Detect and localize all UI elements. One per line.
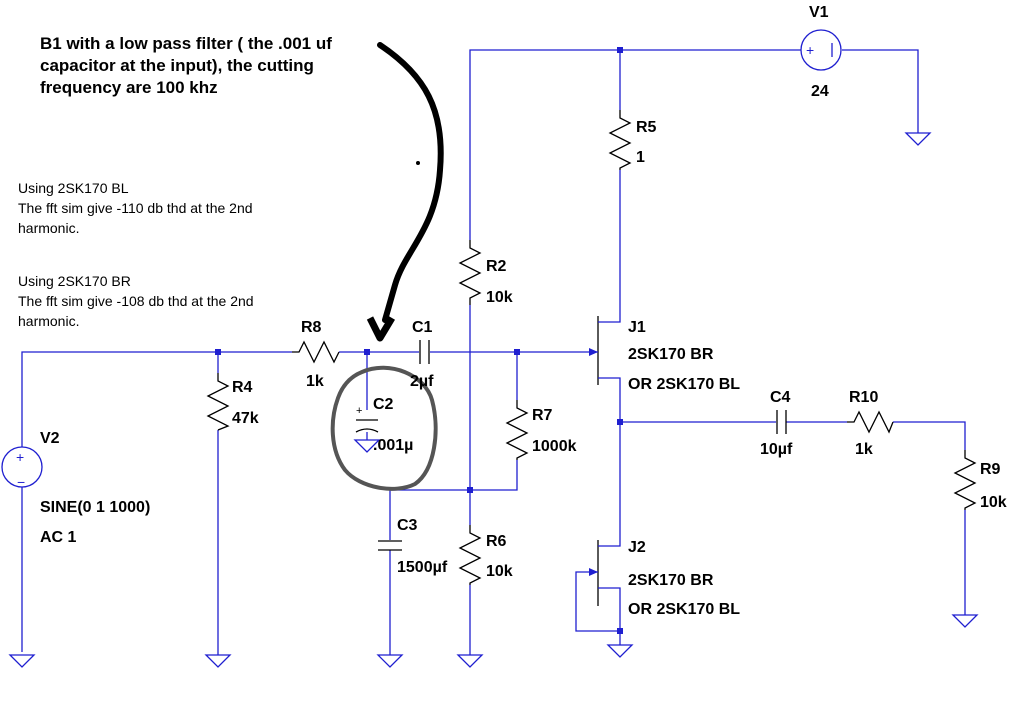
note-bl-line-1: Using 2SK170 BL: [18, 180, 129, 196]
v1-source: +: [800, 29, 842, 71]
v2-ac: AC 1: [40, 529, 77, 546]
r2-value: 10k: [486, 289, 513, 306]
j1-alt: OR 2SK170 BL: [628, 376, 740, 393]
r5-value: 1: [636, 149, 645, 166]
svg-text:+: +: [16, 449, 24, 465]
note-br-line-3: harmonic.: [18, 313, 80, 329]
c3-name: C3: [397, 517, 418, 534]
r7-name: R7: [532, 407, 553, 424]
ground-symbols: [8, 132, 979, 668]
c1-value: 2µf: [410, 373, 434, 390]
note-b1-filter: B1 with a low pass filter ( the .001 uf …: [40, 33, 332, 99]
j1-jfet: [589, 310, 621, 390]
r4-name: R4: [232, 379, 253, 396]
note-br-result: Using 2SK170 BR The fft sim give -108 db…: [18, 271, 254, 331]
v1-name: V1: [809, 4, 829, 21]
annotation-circle: [330, 365, 438, 491]
r2-name: R2: [486, 258, 507, 275]
j2-value: 2SK170 BR: [628, 572, 714, 589]
note-bl-result: Using 2SK170 BL The fft sim give -110 db…: [18, 178, 253, 238]
note-bl-line-2: The fft sim give -110 db thd at the 2nd: [18, 200, 253, 216]
r10-value: 1k: [855, 441, 873, 458]
note-b1-line-1: B1 with a low pass filter ( the .001 uf: [40, 34, 332, 53]
r9-value: 10k: [980, 494, 1007, 511]
note-bl-line-3: harmonic.: [18, 220, 80, 236]
c1-name: C1: [412, 319, 433, 336]
annotation-arrow: [366, 42, 444, 342]
c2-value: .001µ: [373, 437, 413, 454]
v1-value: 24: [811, 83, 829, 100]
r7-value: 1000k: [532, 438, 577, 455]
r8-value: 1k: [306, 373, 324, 390]
junctions: [215, 47, 623, 634]
c2-plus-sign: +: [356, 405, 362, 417]
c3-value: 1500µf: [397, 559, 448, 576]
r4-value: 47k: [232, 410, 259, 427]
j1-name: J1: [628, 319, 646, 336]
v2-source: + −: [1, 434, 43, 500]
v2-name: V2: [40, 430, 60, 447]
j2-name: J2: [628, 539, 646, 556]
j1-value: 2SK170 BR: [628, 346, 714, 363]
resistors: [206, 110, 977, 585]
c2-plate-b: [355, 428, 379, 433]
r9-body: [953, 450, 977, 510]
r6-value: 10k: [486, 563, 513, 580]
r5-body: [608, 110, 632, 170]
r7-body: [505, 400, 529, 460]
r8-name: R8: [301, 319, 322, 336]
note-b1-line-2: capacitor at the input), the cutting: [40, 56, 314, 75]
c4-value: 10µf: [760, 441, 793, 458]
note-b1-line-3: frequency are 100 khz: [40, 78, 218, 97]
r10-name: R10: [849, 389, 878, 406]
r8-body: [292, 340, 340, 364]
c4-name: C4: [770, 389, 791, 406]
capacitors: +: [355, 340, 787, 551]
r6-name: R6: [486, 533, 507, 550]
r6-body: [458, 525, 482, 585]
component-labels: V1 24 V2 SINE(0 1 1000) AC 1 R5 1 R2 10k…: [40, 4, 1007, 618]
j2-alt: OR 2SK170 BL: [628, 601, 740, 618]
j2-jfet: [589, 534, 621, 606]
v2-value: SINE(0 1 1000): [40, 499, 150, 516]
svg-text:+: +: [806, 42, 814, 58]
note-br-line-1: Using 2SK170 BR: [18, 273, 131, 289]
r4-body: [206, 373, 230, 431]
svg-text:−: −: [17, 474, 25, 490]
note-br-line-2: The fft sim give -108 db thd at the 2nd: [18, 293, 254, 309]
r9-name: R9: [980, 461, 1001, 478]
r2-body: [458, 240, 482, 305]
c2-name: C2: [373, 396, 394, 413]
r5-name: R5: [636, 119, 657, 136]
r10-body: [847, 410, 894, 434]
